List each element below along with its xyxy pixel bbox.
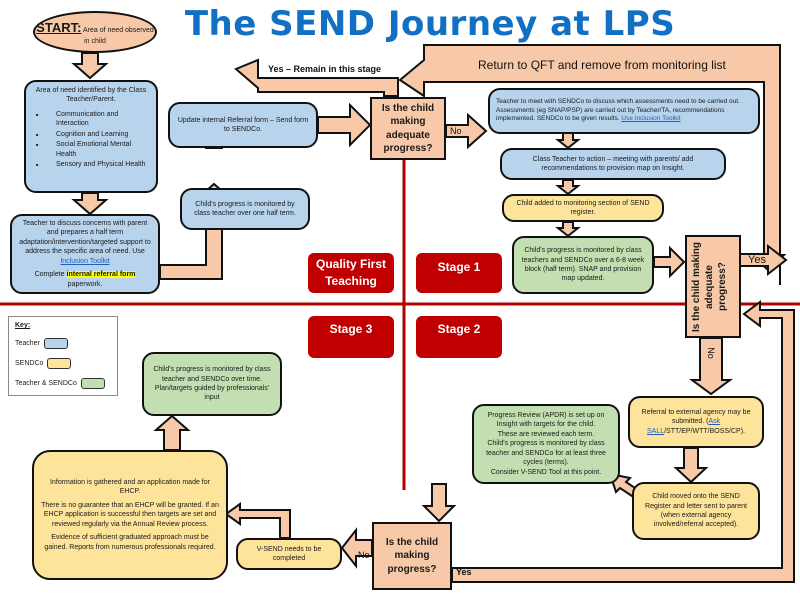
area-of-need-box: Area of need identified by the Class Tea… [24, 80, 158, 193]
arrow-stage1-to-decision [653, 245, 686, 279]
qft-monitor-box: Child's progress is monitored by class t… [180, 188, 310, 230]
arrow-added-down [555, 221, 581, 238]
meet-sendco-text: Teacher to meet with SENDCo to discuss w… [496, 97, 740, 123]
ehcp-line: Evidence of sufficient graduated approac… [44, 534, 216, 551]
review-line: These are reviewed each term. [497, 430, 595, 438]
need-item: Cognition and Learning [32, 130, 150, 139]
arrow-update-to-decision [317, 102, 372, 148]
legend-label: SENDCo [15, 360, 44, 367]
stage1-yes-label: Yes [748, 254, 766, 266]
inclusion-toolkit-link[interactable]: Inclusion Toolkit [60, 257, 110, 265]
qft-decision: Is the child making adequate progress? [370, 97, 446, 160]
stage2-yes-label: Yes [456, 567, 472, 577]
stage1-decision [685, 235, 741, 338]
legend-item-sendco: SENDCo [15, 358, 111, 369]
ehcp-box: Information is gathered and an applicati… [32, 450, 228, 580]
legend: Key: Teacher SENDCo Teacher & SENDCo [8, 316, 118, 396]
ehcp-line: There is no guarantee that an EHCP will … [41, 501, 219, 528]
legend-label: Teacher & SENDCo [15, 380, 77, 387]
complete-suffix: paperwork. [67, 280, 103, 288]
arrow-yes-remain [234, 58, 399, 97]
legend-swatch-teacher [43, 338, 68, 349]
arrow-stage2-yes-loop [451, 300, 795, 583]
review-line: Child's progress is monitored by class t… [486, 440, 606, 467]
referral-text-after: /STT/EP/WTT/BOSS/CP). [664, 427, 746, 435]
arrow-ehcp-up [153, 414, 191, 451]
stage3-monitor-box: Child's progress is monitored by class t… [142, 352, 282, 416]
legend-swatch-both [80, 378, 105, 389]
internal-referral-form-highlight: internal referral form [66, 271, 136, 279]
arrow-start-down [71, 52, 109, 80]
stage-label-2: Stage 2 [416, 316, 502, 358]
stage-label-1: Stage 1 [416, 253, 502, 293]
legend-item-both: Teacher & SENDCo [15, 378, 111, 389]
stage2-decision: Is the child making progress? [372, 522, 452, 590]
legend-swatch-sendco [47, 358, 72, 369]
stage2-no-label: No [358, 550, 370, 560]
stage-label-3: Stage 3 [308, 316, 394, 358]
need-item: Communication and Interaction [32, 110, 150, 129]
start-node: START: Area of need observed in child [33, 11, 157, 53]
needs-list: Communication and Interaction Cognition … [32, 109, 150, 171]
need-item: Social Emotional Mental Health [32, 140, 150, 159]
stage1-decision-text: Is the child making adequate progress? [691, 241, 728, 333]
legend-item-teacher: Teacher [15, 338, 111, 349]
meet-sendco-box: Teacher to meet with SENDCo to discuss w… [488, 88, 760, 134]
yes-remain-label: Yes – Remain in this stage [268, 64, 382, 74]
send-register-box: Child moved onto the SEND Register and l… [632, 482, 760, 540]
need-item: Sensory and Physical Health [32, 160, 150, 169]
arrow-stage1-yes [739, 243, 788, 277]
arrow-stage1-no [688, 337, 734, 396]
arrow-action-down [555, 179, 581, 196]
update-referral-box: Update internal Referral form – Send for… [168, 102, 318, 148]
arrow-referral-down [673, 447, 709, 484]
complete-prefix: Complete [34, 271, 65, 279]
arrow-stage2-no [340, 527, 373, 569]
arrow-qft-no [445, 112, 488, 150]
area-of-need-intro: Area of need identified by the Class Tea… [35, 87, 147, 104]
class-teacher-action-box: Class Teacher to action – meeting with p… [500, 148, 726, 180]
stage1-monitor-box: Child's progress is monitored by class t… [512, 236, 654, 294]
legend-heading: Key: [15, 322, 31, 329]
referral-external-box: Referral to external agency may be submi… [628, 396, 764, 448]
discuss-concerns-box: Teacher to discuss concerns with parent … [10, 214, 160, 294]
stage-label-qft: Quality First Teaching [308, 253, 394, 293]
qft-no-label: No [450, 126, 462, 136]
vsend-box: V-SEND needs to be completed [236, 538, 342, 570]
page-title: The SEND Journey at LPS [184, 4, 676, 44]
return-qft-label: Return to QFT and remove from monitoring… [478, 58, 726, 72]
referral-text: Referral to external agency may be submi… [641, 408, 751, 426]
use-inclusion-toolkit-link[interactable]: Use Inclusion Toolkit [621, 115, 681, 123]
monitoring-section-box: Child added to monitoring section of SEN… [502, 194, 664, 222]
review-line: Progress Review (APDR) is set up on Insi… [487, 411, 605, 429]
arrow-vsend-to-ehcp [224, 502, 291, 539]
arrow-meet-down [555, 132, 581, 150]
arrow-identify-down [71, 192, 109, 216]
progress-review-box: Progress Review (APDR) is set up on Insi… [472, 404, 620, 484]
ask-sall-link[interactable]: Ask SALL [646, 418, 721, 435]
review-line: Consider V-SEND Tool at this point. [490, 468, 602, 476]
start-label: START: [36, 20, 82, 35]
discuss-text: Teacher to discuss concerns with parent … [19, 219, 151, 256]
start-text: Area of need observed in child [83, 27, 154, 45]
stage1-no-label: No [705, 347, 716, 359]
ehcp-line: Information is gathered and an applicati… [50, 478, 210, 496]
arrow-review-down [421, 483, 457, 523]
legend-label: Teacher [15, 340, 40, 347]
